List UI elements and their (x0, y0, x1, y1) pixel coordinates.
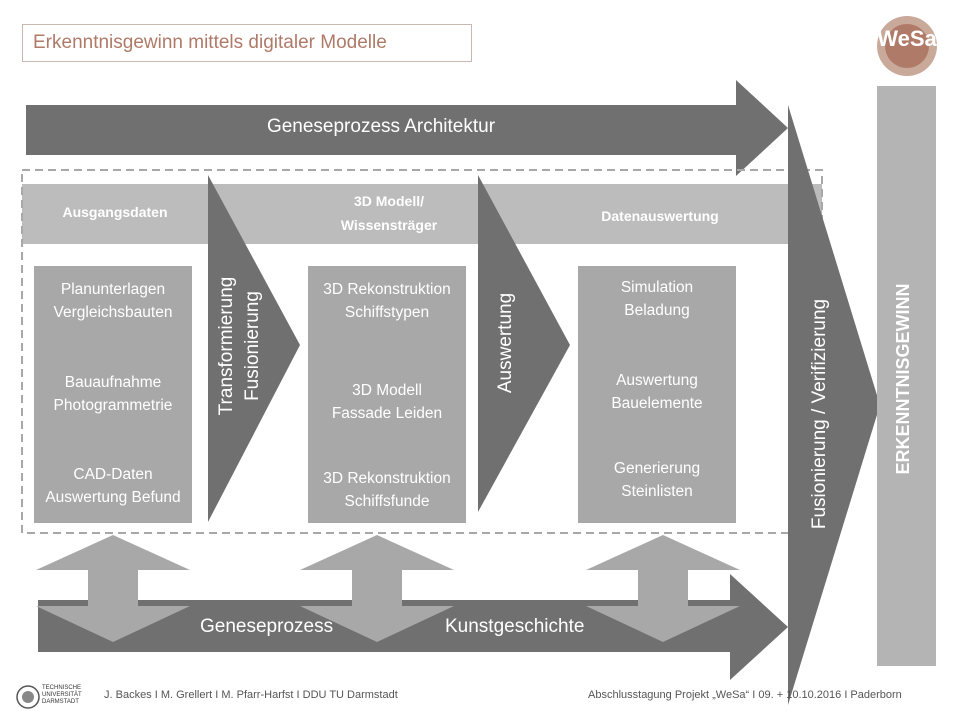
double-arrow-col1 (36, 535, 190, 642)
art-history-label-left: Geneseprozess (200, 616, 334, 637)
university-name: TECHNISCHE UNIVERSITÄT DARMSTADT (42, 685, 82, 705)
double-arrow-col3 (586, 535, 740, 642)
transform-arrow (208, 175, 300, 522)
header-3d-modell-line2: Wissensträger (340, 217, 438, 233)
architecture-arrow (26, 80, 788, 176)
art-history-arrow (38, 574, 788, 680)
result-label: ERKENNTNISGEWINN (893, 283, 913, 475)
evaluation-arrow (478, 175, 570, 512)
fusion-label: Fusionierung (242, 291, 263, 401)
double-arrow-col2 (300, 535, 454, 642)
result-bar (877, 86, 936, 666)
header-ausgangsdaten: Ausgangsdaten (62, 204, 168, 220)
architecture-arrow-label: Geneseprozess Architektur (266, 116, 496, 137)
art-history-label-right: Kunstgeschichte (445, 616, 585, 637)
box-col2 (308, 266, 466, 523)
fusion-arrow (788, 105, 880, 705)
transform-label: Transformierung (216, 276, 237, 416)
tu-darmstadt-logo (16, 685, 40, 709)
header-band (22, 184, 822, 244)
box-col1 (34, 266, 192, 523)
wesa-logo (877, 16, 937, 76)
header-datenauswertung: Datenauswertung (601, 208, 719, 224)
auswertung-label: Auswertung (495, 292, 516, 394)
footer-authors: J. Backes I M. Grellert I M. Pfarr-Harfs… (104, 689, 398, 701)
fusion-verification-label: Fusionierung / Verifizierung (809, 298, 830, 530)
logo-text: WeSa (877, 26, 937, 51)
header-3d-modell-line1: 3D Modell/ (353, 193, 424, 209)
box-col3 (578, 266, 736, 523)
page-title: Erkenntnisgewinn mittels digitaler Model… (22, 24, 472, 62)
footer-event: Abschlusstagung Projekt „WeSa“ I 09. + 1… (588, 689, 902, 701)
